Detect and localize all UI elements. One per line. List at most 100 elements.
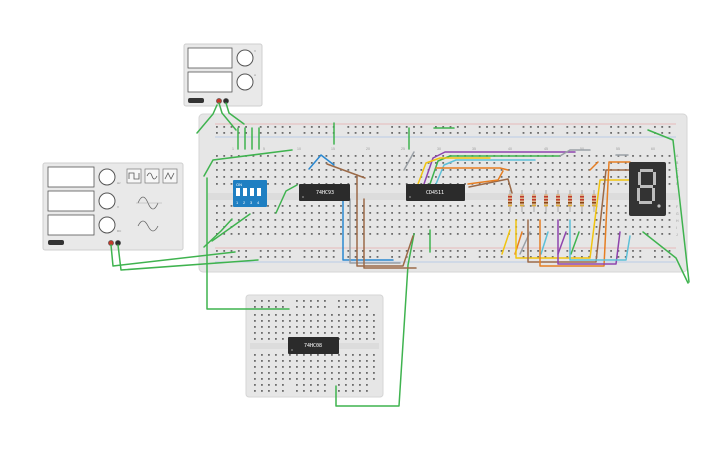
breadboard-hole[interactable] xyxy=(373,366,375,368)
breadboard-hole[interactable] xyxy=(268,320,270,322)
breadboard-hole[interactable] xyxy=(624,176,627,178)
breadboard-hole[interactable] xyxy=(515,212,518,214)
breadboard-hole[interactable] xyxy=(362,250,364,252)
breadboard-hole[interactable] xyxy=(259,132,262,134)
breadboard-hole[interactable] xyxy=(366,306,368,308)
breadboard-hole[interactable] xyxy=(602,176,605,178)
breadboard-hole[interactable] xyxy=(391,212,393,214)
breadboard-hole[interactable] xyxy=(449,126,452,128)
breadboard-hole[interactable] xyxy=(544,183,547,185)
breadboard-hole[interactable] xyxy=(617,219,620,221)
breadboard-hole[interactable] xyxy=(486,219,488,221)
breadboard-hole[interactable] xyxy=(581,162,583,164)
breadboard-hole[interactable] xyxy=(588,226,591,228)
breadboard-hole[interactable] xyxy=(317,366,319,368)
breadboard-hole[interactable] xyxy=(602,226,605,228)
breadboard-hole[interactable] xyxy=(274,126,277,128)
breadboard-hole[interactable] xyxy=(449,226,452,228)
breadboard-hole[interactable] xyxy=(551,126,554,128)
breadboard-hole[interactable] xyxy=(478,205,481,207)
breadboard-hole[interactable] xyxy=(595,183,598,185)
breadboard-hole[interactable] xyxy=(544,226,547,228)
breadboard-hole[interactable] xyxy=(359,390,361,392)
breadboard-hole[interactable] xyxy=(391,183,393,185)
breadboard-hole[interactable] xyxy=(632,256,634,258)
breadboard-hole[interactable] xyxy=(354,233,357,235)
breadboard-hole[interactable] xyxy=(405,212,408,214)
breadboard-hole[interactable] xyxy=(267,205,269,207)
breadboard-hole[interactable] xyxy=(493,205,496,207)
breadboard-hole[interactable] xyxy=(661,155,664,157)
breadboard-hole[interactable] xyxy=(478,256,481,258)
breadboard-hole[interactable] xyxy=(544,256,547,258)
breadboard-hole[interactable] xyxy=(588,233,591,235)
breadboard-hole[interactable] xyxy=(508,226,510,228)
breadboard-hole[interactable] xyxy=(303,366,305,368)
breadboard-hole[interactable] xyxy=(405,226,408,228)
breadboard-hole[interactable] xyxy=(216,219,218,221)
breadboard-hole[interactable] xyxy=(345,306,347,308)
breadboard-hole[interactable] xyxy=(354,162,357,164)
breadboard-hole[interactable] xyxy=(318,233,320,235)
breadboard-hole[interactable] xyxy=(522,126,525,128)
breadboard-hole[interactable] xyxy=(383,212,386,214)
frequency-knob[interactable] xyxy=(98,168,116,186)
breadboard-hole[interactable] xyxy=(310,300,312,302)
breadboard-hole[interactable] xyxy=(573,155,576,157)
breadboard-hole[interactable] xyxy=(318,155,320,157)
breadboard-hole[interactable] xyxy=(268,354,270,356)
breadboard-hole[interactable] xyxy=(522,226,525,228)
breadboard-hole[interactable] xyxy=(639,155,642,157)
breadboard-hole[interactable] xyxy=(376,126,379,128)
breadboard-hole[interactable] xyxy=(420,219,423,221)
breadboard-hole[interactable] xyxy=(581,256,583,258)
dc-power-supply[interactable]: V A xyxy=(183,43,263,107)
breadboard-hole[interactable] xyxy=(654,126,656,128)
breadboard-hole[interactable] xyxy=(456,205,459,207)
breadboard-hole[interactable] xyxy=(376,233,379,235)
breadboard-hole[interactable] xyxy=(602,233,605,235)
breadboard-hole[interactable] xyxy=(551,233,554,235)
breadboard-hole[interactable] xyxy=(544,176,547,178)
breadboard-hole[interactable] xyxy=(289,378,291,380)
breadboard-hole[interactable] xyxy=(282,378,284,380)
breadboard-hole[interactable] xyxy=(347,183,350,185)
breadboard-hole[interactable] xyxy=(296,314,298,316)
breadboard-hole[interactable] xyxy=(261,326,263,328)
breadboard-hole[interactable] xyxy=(654,226,656,228)
breadboard-hole[interactable] xyxy=(261,332,263,334)
breadboard-hole[interactable] xyxy=(602,219,605,221)
breadboard-hole[interactable] xyxy=(289,162,291,164)
breadboard-hole[interactable] xyxy=(230,126,233,128)
breadboard-hole[interactable] xyxy=(602,162,605,164)
breadboard-hole[interactable] xyxy=(449,205,452,207)
breadboard-hole[interactable] xyxy=(303,390,305,392)
breadboard-hole[interactable] xyxy=(245,132,247,134)
breadboard-hole[interactable] xyxy=(354,256,357,258)
breadboard-hole[interactable] xyxy=(537,233,539,235)
breadboard-hole[interactable] xyxy=(324,354,326,356)
breadboard-hole[interactable] xyxy=(332,226,335,228)
breadboard-hole[interactable] xyxy=(282,372,284,374)
breadboard-hole[interactable] xyxy=(245,176,247,178)
breadboard-hole[interactable] xyxy=(478,226,481,228)
resistor-array[interactable] xyxy=(508,190,596,212)
breadboard-hole[interactable] xyxy=(373,326,375,328)
main-breadboard-holes[interactable] xyxy=(216,126,671,258)
breadboard-hole[interactable] xyxy=(610,233,612,235)
breadboard-hole[interactable] xyxy=(369,219,372,221)
breadboard-hole[interactable] xyxy=(456,162,459,164)
breadboard-hole[interactable] xyxy=(661,226,664,228)
breadboard-hole[interactable] xyxy=(493,233,496,235)
breadboard-hole[interactable] xyxy=(573,226,576,228)
breadboard-hole[interactable] xyxy=(332,233,335,235)
breadboard-hole[interactable] xyxy=(223,169,226,171)
breadboard-hole[interactable] xyxy=(267,162,269,164)
breadboard-hole[interactable] xyxy=(413,162,415,164)
breadboard-hole[interactable] xyxy=(303,320,305,322)
breadboard-hole[interactable] xyxy=(296,226,299,228)
breadboard-hole[interactable] xyxy=(588,169,591,171)
breadboard-hole[interactable] xyxy=(296,384,298,386)
breadboard-hole[interactable] xyxy=(281,233,284,235)
breadboard-hole[interactable] xyxy=(318,162,320,164)
